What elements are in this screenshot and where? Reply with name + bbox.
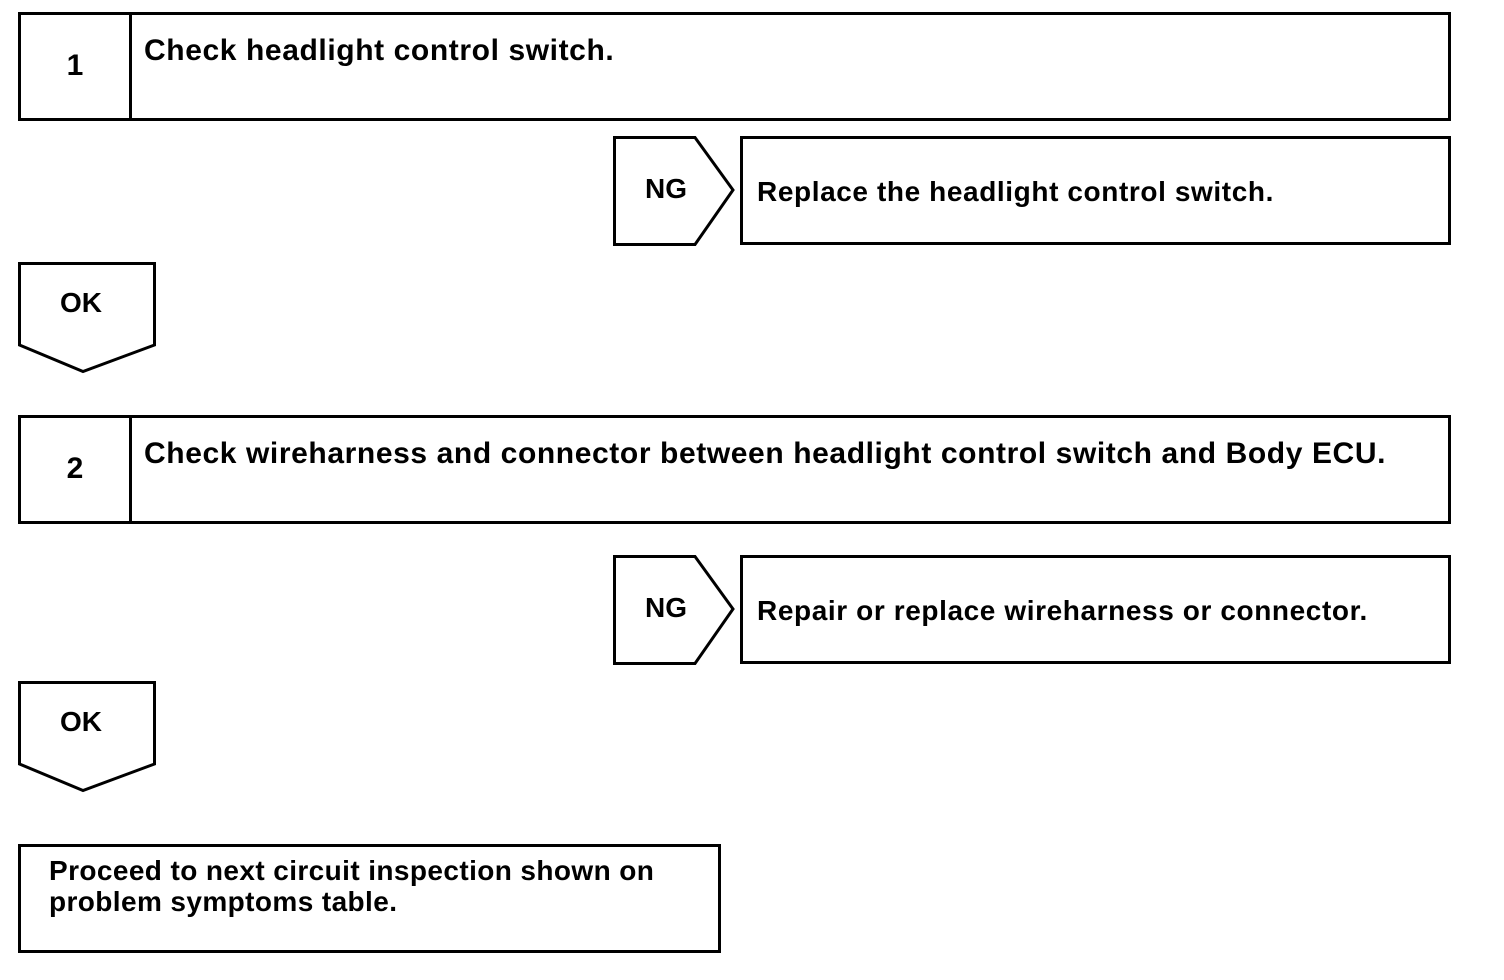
step-2-ng-label: NG [645, 592, 687, 623]
step-1-number: 1 [21, 15, 132, 118]
step-1-box: 1 Check headlight control switch. [18, 12, 1451, 121]
step-2-ok-tag: OK [17, 681, 157, 793]
step-1-ok-tag: OK [17, 262, 157, 374]
ng-arrow-shape [613, 136, 735, 246]
ok-arrow-shape [18, 681, 156, 793]
final-action-box: Proceed to next circuit inspection shown… [18, 844, 721, 953]
step-2-ok-label: OK [60, 706, 102, 737]
ng-arrow-shape [613, 555, 735, 665]
step-1-text: Check headlight control switch. [144, 34, 615, 67]
step-2-ng-action-box: Repair or replace wireharness or connect… [740, 555, 1451, 664]
step-2-text: Check wireharness and connector between … [144, 437, 1387, 470]
final-action-text: Proceed to next circuit inspection shown… [49, 855, 655, 917]
step-1-ng-tag: NG [613, 136, 735, 246]
step-1-ng-label: NG [645, 173, 687, 204]
step-2-ng-action: Repair or replace wireharness or connect… [757, 595, 1368, 626]
step-1-ng-action: Replace the headlight control switch. [757, 176, 1274, 207]
step-2-number: 2 [21, 418, 132, 521]
ok-arrow-shape [18, 262, 156, 374]
step-1-ok-label: OK [60, 287, 102, 318]
step-1-ng-action-box: Replace the headlight control switch. [740, 136, 1451, 245]
step-2-box: 2 Check wireharness and connector betwee… [18, 415, 1451, 524]
step-2-ng-tag: NG [613, 555, 735, 665]
